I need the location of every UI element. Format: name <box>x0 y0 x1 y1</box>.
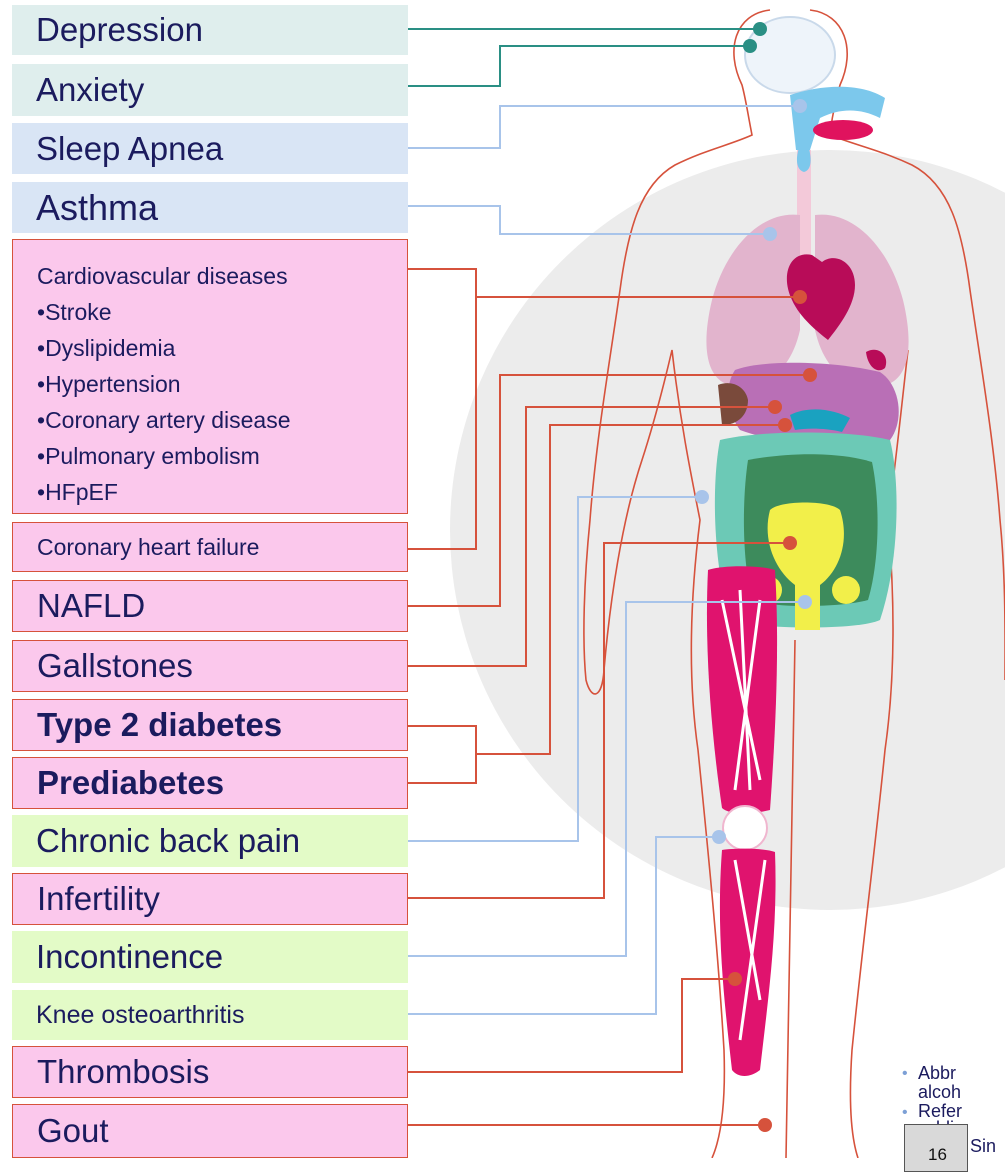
cardiovascular-item-pulmonary-embolism: Pulmonary embolism <box>37 438 407 474</box>
label-anxiety: Anxiety <box>12 64 408 116</box>
line-sleep-apnea <box>408 106 800 148</box>
dot-depression <box>753 22 767 36</box>
label-gout: Gout <box>12 1104 408 1158</box>
label-gallstones: Gallstones <box>12 640 408 692</box>
dot-incontinence <box>798 595 812 609</box>
label-sleep-apnea: Sleep Apnea <box>12 123 408 174</box>
airway-shape <box>790 87 885 150</box>
testis-right <box>832 576 860 604</box>
dot-knee <box>712 830 726 844</box>
dot-heart <box>793 290 807 304</box>
notes-alcohol: alcoh <box>918 1083 961 1102</box>
cardiovascular-item-dyslipidemia: Dyslipidemia <box>37 330 407 366</box>
notes-bullet-1: • <box>902 1065 908 1083</box>
label-type2-diabetes: Type 2 diabetes <box>12 699 408 751</box>
notes-abbr: Abbr <box>918 1064 956 1083</box>
dot-diabetes <box>778 418 792 432</box>
dot-gallstones <box>768 400 782 414</box>
dot-anxiety <box>743 39 757 53</box>
label-depression: Depression <box>12 5 408 55</box>
notes-bullet-2: • <box>902 1104 908 1122</box>
line-diabetes <box>408 726 476 783</box>
label-knee-osteoarthritis: Knee osteoarthritis <box>12 990 408 1040</box>
label-chronic-back-pain: Chronic back pain <box>12 815 408 867</box>
label-infertility: Infertility <box>12 873 408 925</box>
dot-nafld <box>803 368 817 382</box>
cardiovascular-item-coronary-artery: Coronary artery disease <box>37 402 407 438</box>
label-thrombosis: Thrombosis <box>12 1046 408 1098</box>
knee-shape <box>723 806 767 850</box>
dot-thrombosis <box>728 972 742 986</box>
line-anxiety <box>408 46 750 86</box>
label-prediabetes: Prediabetes <box>12 757 408 809</box>
cardiovascular-title: Cardiovascular diseases <box>37 258 407 294</box>
cardiovascular-item-stroke: Stroke <box>37 294 407 330</box>
cardiovascular-item-hypertension: Hypertension <box>37 366 407 402</box>
notes-sin: Sin <box>970 1137 996 1156</box>
label-cardiovascular: Cardiovascular diseases Stroke Dyslipide… <box>12 239 408 514</box>
dot-gout <box>758 1118 772 1132</box>
label-asthma: Asthma <box>12 182 408 233</box>
calf-muscles <box>720 849 776 1076</box>
label-incontinence: Incontinence <box>12 931 408 983</box>
page-number: 16 <box>904 1124 968 1172</box>
dot-sleep-apnea <box>793 99 807 113</box>
dot-infertility <box>783 536 797 550</box>
label-nafld: NAFLD <box>12 580 408 632</box>
line-thrombosis <box>408 979 735 1072</box>
tongue-shape <box>813 120 873 140</box>
cardiovascular-item-hfpef: HFpEF <box>37 474 407 510</box>
dot-back-pain <box>695 490 709 504</box>
label-coronary-heart-failure: Coronary heart failure <box>12 522 408 572</box>
airway-drop <box>797 145 811 172</box>
dot-asthma <box>763 227 777 241</box>
